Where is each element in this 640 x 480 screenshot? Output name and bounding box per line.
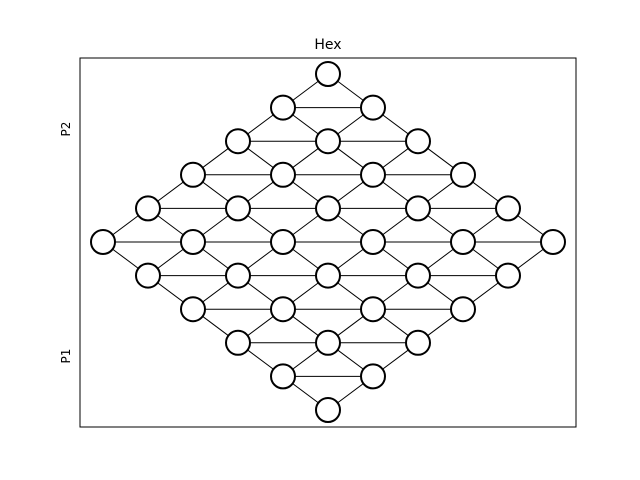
hex-cell-4-4[interactable] — [315, 329, 341, 356]
hex-cell-0-2[interactable] — [405, 128, 431, 155]
hex-cell-3-3[interactable] — [315, 262, 341, 289]
hex-cell-0-5[interactable] — [540, 229, 566, 255]
player-2-label: P2 — [59, 122, 73, 137]
hex-cell-5-2[interactable] — [180, 296, 206, 323]
hex-cell-3-5[interactable] — [405, 329, 431, 356]
plot-frame — [79, 57, 577, 428]
hex-cell-2-2[interactable] — [315, 195, 341, 222]
player-1-label: P1 — [59, 349, 73, 364]
hex-cell-2-1[interactable] — [270, 161, 296, 188]
hex-cell-3-1[interactable] — [225, 195, 251, 222]
hex-cell-4-0[interactable] — [135, 195, 161, 222]
hex-cell-1-4[interactable] — [450, 229, 476, 255]
hex-cell-3-0[interactable] — [180, 161, 206, 188]
board-cells — [90, 61, 566, 423]
hex-cell-5-3[interactable] — [225, 329, 251, 356]
hex-cell-2-5[interactable] — [450, 296, 476, 323]
hex-cell-2-0[interactable] — [225, 128, 251, 155]
hex-cell-3-2[interactable] — [270, 229, 296, 255]
hex-cell-1-5[interactable] — [495, 262, 521, 289]
hex-cell-1-1[interactable] — [315, 128, 341, 155]
hex-cell-0-4[interactable] — [495, 195, 521, 222]
hex-cell-0-0[interactable] — [315, 61, 341, 87]
hex-cell-5-1[interactable] — [135, 262, 161, 289]
hex-cell-0-1[interactable] — [360, 94, 386, 121]
hex-cell-1-0[interactable] — [270, 94, 296, 121]
hex-cell-5-0[interactable] — [90, 229, 116, 255]
board-title: Hex — [314, 37, 341, 53]
hex-cell-0-3[interactable] — [450, 161, 476, 188]
hex-cell-4-1[interactable] — [180, 229, 206, 255]
hex-cell-5-5[interactable] — [315, 397, 341, 423]
hex-cell-3-4[interactable] — [360, 296, 386, 323]
hex-cell-1-2[interactable] — [360, 161, 386, 188]
hex-cell-4-2[interactable] — [225, 262, 251, 289]
hex-cell-5-4[interactable] — [270, 363, 296, 390]
hex-cell-2-4[interactable] — [405, 262, 431, 289]
hex-cell-4-3[interactable] — [270, 296, 296, 323]
hex-cell-1-3[interactable] — [405, 195, 431, 222]
hex-cell-2-3[interactable] — [360, 229, 386, 255]
hex-cell-4-5[interactable] — [360, 363, 386, 390]
